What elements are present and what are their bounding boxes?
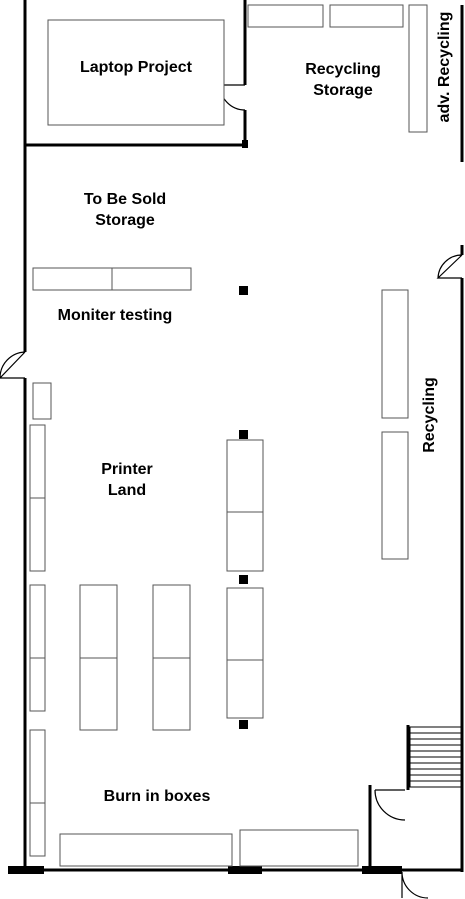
small-cabinet bbox=[32, 382, 52, 420]
burn-in-table-2 bbox=[239, 829, 359, 867]
laptop-project-label: Laptop Project bbox=[48, 57, 224, 78]
laptop-table bbox=[47, 19, 225, 126]
left-bench-3 bbox=[29, 584, 46, 659]
stairs bbox=[409, 726, 463, 788]
left-bench-2 bbox=[29, 497, 46, 572]
printer-table-a1 bbox=[226, 439, 264, 513]
printer-table-b2 bbox=[226, 659, 264, 719]
to-be-sold-storage-label: To Be Sold Storage bbox=[55, 189, 195, 231]
recycling-storage-line-2: Storage bbox=[313, 82, 373, 99]
bottom-right-door bbox=[401, 871, 429, 899]
to-be-sold-line-2: Storage bbox=[95, 212, 155, 229]
moniter-testing-text: Moniter testing bbox=[57, 307, 173, 324]
bottom-wall-bar-mid bbox=[228, 866, 262, 874]
recycling-table-2 bbox=[381, 431, 409, 560]
column-1 bbox=[239, 286, 248, 295]
column-2 bbox=[239, 430, 248, 439]
recycling-storage-label: Recycling Storage bbox=[283, 59, 403, 101]
moniter-table-2 bbox=[111, 267, 192, 291]
burn-in-boxes-text: Burn in boxes bbox=[103, 788, 211, 805]
right-door bbox=[436, 254, 463, 279]
column-4 bbox=[239, 720, 248, 729]
printer-table-d1 bbox=[152, 584, 191, 659]
printer-table-b1 bbox=[226, 587, 264, 661]
burn-in-table-1 bbox=[59, 833, 233, 867]
furniture bbox=[29, 4, 428, 867]
printer-table-c1 bbox=[79, 584, 118, 659]
laptop-room-corner-bar bbox=[242, 140, 248, 148]
bottom-wall-bar-right bbox=[362, 866, 402, 874]
left-door bbox=[0, 351, 26, 379]
printer-land-line-2: Land bbox=[107, 482, 147, 499]
bottom-wall-bar-left bbox=[8, 866, 44, 874]
printer-land-label: Printer Land bbox=[77, 459, 177, 501]
column-3 bbox=[239, 575, 248, 584]
recycling-table-1 bbox=[381, 289, 409, 419]
stair-room-door bbox=[374, 789, 406, 821]
laptop-project-text: Laptop Project bbox=[79, 59, 192, 76]
adv-recycling-label: adv. Recycling bbox=[436, 11, 453, 123]
columns bbox=[239, 286, 248, 729]
left-bench-5 bbox=[29, 729, 46, 804]
adv-recycling-shelf bbox=[408, 4, 428, 133]
printer-land-line-1: Printer bbox=[101, 461, 153, 478]
recycling-storage-line-1: Recycling bbox=[305, 61, 381, 78]
printer-table-d2 bbox=[152, 657, 191, 731]
wall-bars bbox=[8, 140, 402, 874]
moniter-testing-label: Moniter testing bbox=[40, 305, 190, 326]
left-bench-4 bbox=[29, 657, 46, 712]
printer-table-c2 bbox=[79, 657, 118, 731]
printer-table-a2 bbox=[226, 511, 264, 572]
recycling-label: Recycling bbox=[421, 377, 438, 453]
left-bench-1 bbox=[29, 424, 46, 499]
left-bench-6 bbox=[29, 802, 46, 857]
moniter-table-1 bbox=[32, 267, 113, 291]
to-be-sold-line-1: To Be Sold bbox=[83, 191, 167, 208]
recycling-shelf-1 bbox=[247, 4, 324, 28]
recycling-shelf-2 bbox=[329, 4, 404, 28]
burn-in-boxes-label: Burn in boxes bbox=[82, 786, 232, 807]
